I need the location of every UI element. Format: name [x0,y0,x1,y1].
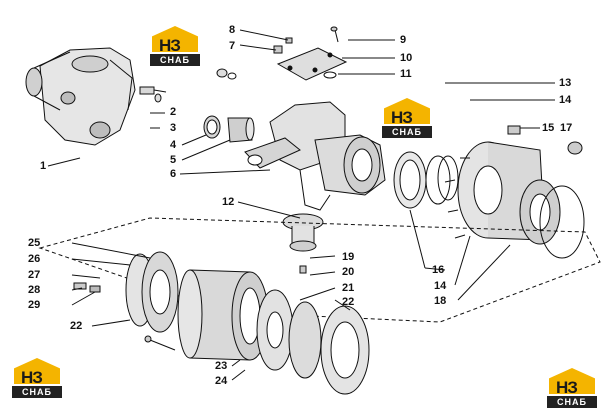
callout-6: 6 [170,168,177,180]
logo-caption: СНАБ [547,396,597,408]
lower-flange-12 [282,213,324,252]
callout-11: 11 [400,68,412,80]
bolt-15 [507,125,521,135]
callout-27: 27 [28,269,41,281]
callout-19: 19 [342,251,355,263]
callout-18: 18 [434,295,447,307]
o-ring-18 [539,185,585,259]
axle-housing [25,47,136,146]
drum-23-24 [177,269,269,361]
bolt-9 [330,26,339,43]
callout-4: 4 [170,139,177,151]
callout-13: 13 [559,77,572,89]
steering-knuckle [244,101,386,211]
callout-5: 5 [170,154,177,166]
callout-15: 15 [542,122,555,134]
callout-16: 16 [432,264,445,276]
callout-12: 12 [222,196,235,208]
gear-20 [256,289,294,371]
screw-27-28-29 [73,282,176,351]
grease-nipple-8 [285,37,293,44]
logo-caption: СНАБ [150,54,200,66]
logo-caption: СНАБ [12,386,62,398]
disc-21 [288,301,322,379]
washer-11 [216,68,237,80]
callout-3: 3 [170,122,177,134]
logo-caption: СНАБ [382,126,432,138]
callout-14-bottom: 14 [434,280,447,292]
seal-4 [203,115,221,139]
leader-lines [47,29,555,381]
top-cover-plate [276,47,348,81]
callout-1: 1 [40,160,47,172]
callout-22-left: 22 [70,320,83,332]
callout-28: 28 [28,284,41,296]
wheel-hub [457,141,561,245]
callout-24: 24 [215,375,228,387]
ring-gear-22 [320,305,370,395]
seal-ring-11 [323,71,337,79]
callout-8: 8 [229,24,236,36]
callout-21: 21 [342,282,355,294]
callout-7: 7 [229,40,236,52]
callout-10: 10 [400,52,413,64]
callout-22-right: 22 [342,296,355,308]
brand-logo: НЗ СНАБ [148,18,204,68]
callout-2: 2 [170,106,177,118]
cap-17 [567,141,583,155]
callout-17: 17 [560,122,573,134]
callout-20: 20 [342,266,355,278]
logo-mark: НЗ [391,108,413,127]
seal-rings-13-14 [393,151,459,209]
callout-26: 26 [28,253,41,265]
ring-carrier-25-26 [125,251,179,333]
logo-mark: НЗ [159,36,181,55]
bolt-2 [139,86,167,95]
brand-logo: НЗ СНАБ [10,350,66,400]
logo-mark: НЗ [556,378,578,397]
washer-3 [154,93,162,103]
callout-9: 9 [400,34,407,46]
brand-logo: НЗ СНАБ [545,360,601,410]
brand-logo: НЗ СНАБ [380,90,436,140]
callout-25: 25 [28,237,41,249]
plug-19 [299,265,307,274]
callout-14-top: 14 [559,94,572,106]
callout-23: 23 [215,360,228,372]
logo-mark: НЗ [21,368,43,387]
callout-29: 29 [28,299,41,311]
bushing-5 [227,117,255,143]
